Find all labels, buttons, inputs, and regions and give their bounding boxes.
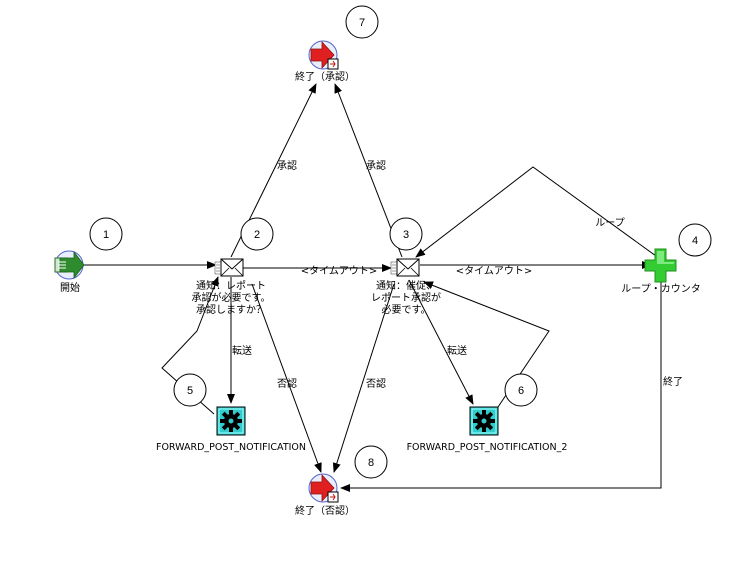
end-arrow-icon [308,40,339,70]
svg-text:1: 1 [103,229,109,241]
node-notify-reminder[interactable]: 通知：催促、 レポート承認が 必要です。 [371,258,441,316]
svg-text:7: 7 [359,17,365,29]
edge-label-approve-2: 承認 [366,159,386,172]
edge-end[interactable] [340,282,662,492]
edge-label-timeout-2: <タイムアウト> [456,265,533,277]
node-label-line-2: 承認が必要です。 [192,291,271,304]
node-label-line-1: 通知：催促、 [376,279,436,292]
end-arrow-icon [308,473,339,503]
node-label: 終了（承認） [295,70,355,83]
node-label-line-3: 必要です。 [382,303,431,316]
edge-reject-1[interactable] [251,283,322,473]
svg-text:8: 8 [368,457,374,469]
edge-label-forward-2: 転送 [447,344,467,357]
marker-5: 5 [173,373,207,407]
node-label: ループ・カウンタ [621,283,700,295]
marker-3: 3 [389,217,423,251]
marker-8: 8 [354,445,388,479]
start-arrow-icon [54,250,85,280]
node-notify-report[interactable]: 通知：レポート 承認が必要です。 承認しますか？ [192,258,271,316]
node-label-line-2: レポート承認が [371,291,441,304]
marker-1: 1 [89,217,123,251]
node-forward-post-1[interactable]: FORWARD_POST_NOTIFICATION [156,406,306,453]
edge-label-forward-1: 転送 [232,344,252,357]
node-end-approved[interactable]: 終了（承認） [295,40,355,83]
edge-label-approve-1: 承認 [277,159,297,172]
edge-label-end: 終了 [663,375,683,388]
edge-loop[interactable] [415,166,657,258]
node-label: 終了（否認） [295,504,355,517]
node-label: FORWARD_POST_NOTIFICATION_2 [407,442,568,453]
edge-label-timeout-1: <タイムアウト> [301,265,378,277]
svg-text:2: 2 [254,229,260,241]
marker-7: 7 [345,5,379,39]
edge-forward-2[interactable] [408,279,474,405]
envelope-icon [214,258,244,277]
edge-labels: 承認 承認 <タイムアウト> <タイムアウト> ループ 転送 転送 否認 否認 … [232,159,683,390]
node-label: 開始 [60,281,80,294]
node-label-line-1: 通知：レポート [196,279,266,292]
edge-label-reject-2: 否認 [366,377,386,390]
step-markers: 1 2 3 4 5 6 7 8 [89,5,712,479]
node-label-line-3: 承認しますか？ [196,303,266,316]
svg-text:6: 6 [518,385,524,397]
green-plus-icon [644,248,677,283]
gear-icon [469,406,499,436]
edges [84,83,662,492]
svg-text:3: 3 [403,229,409,241]
edge-label-loop: ループ [595,217,624,229]
svg-text:4: 4 [692,235,698,247]
node-loop-counter[interactable]: ループ・カウンタ [621,248,701,295]
node-end-rejected[interactable]: 終了（否認） [295,473,355,517]
node-start[interactable]: 開始 [54,250,85,294]
gear-icon [216,406,246,436]
marker-6: 6 [504,373,538,407]
edge-reject-2[interactable] [332,283,395,473]
edge-label-reject-1: 否認 [277,377,297,390]
marker-2: 2 [240,217,274,251]
node-label: FORWARD_POST_NOTIFICATION [156,442,306,453]
marker-4: 4 [678,223,712,257]
envelope-icon [390,258,420,277]
svg-text:5: 5 [187,385,193,397]
node-forward-post-2[interactable]: FORWARD_POST_NOTIFICATION_2 [407,406,568,453]
